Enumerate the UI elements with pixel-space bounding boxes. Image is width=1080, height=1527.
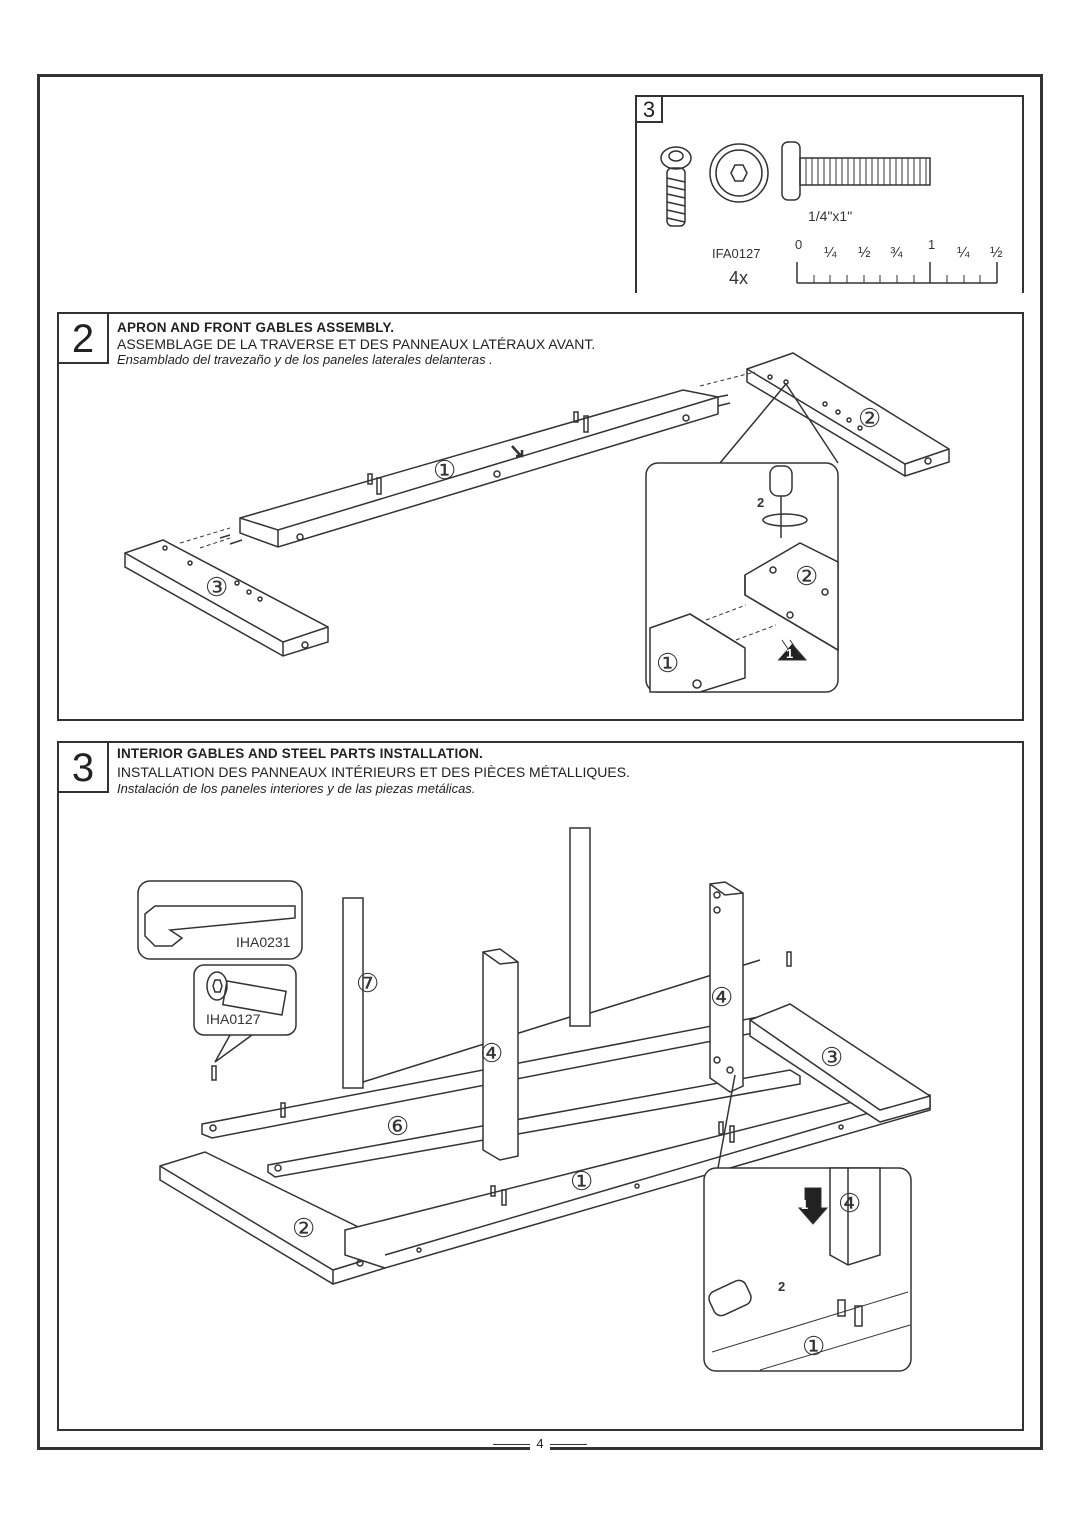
bolt-profile-icon [781, 141, 931, 201]
part-label-3: ③ [205, 572, 229, 602]
direction-arrow-icon [511, 445, 524, 458]
ruler-label: 1 [928, 237, 936, 252]
bolt-size-label: 1/4"x1" [808, 208, 853, 224]
bolt-head-hex-icon [709, 143, 769, 203]
part-label-1: ① [570, 1166, 594, 1196]
ruler-label: 0 [795, 237, 803, 252]
part-label-6: ⑥ [386, 1111, 410, 1141]
step-3-title-fr: INSTALLATION DES PANNEAUX INTÉRIEURS ET … [117, 764, 630, 780]
bolt-quantity: 4x [729, 268, 749, 288]
hardware-panel: 3 [635, 95, 1024, 293]
inch-ruler-icon [796, 262, 998, 284]
step-3-title-es: Instalación de los paneles interiores y … [117, 781, 476, 796]
ruler-label: ¾ [890, 244, 903, 261]
page-number: 4 [530, 1436, 550, 1451]
step-2-panel: 2 APRON AND FRONT GABLES ASSEMBLY. ASSEM… [57, 312, 1024, 721]
step-3-number: 3 [59, 743, 109, 793]
bolt-part-code: IFA0127 [712, 246, 761, 261]
bolt-code: IHA0127 [206, 1011, 261, 1027]
detail-part-label-1: ① [802, 1331, 826, 1361]
ruler-label: ½ [990, 244, 1003, 261]
rotate-step-label: 2 [778, 1279, 786, 1294]
step-2-title-fr: ASSEMBLAGE DE LA TRAVERSE ET DES PANNEAU… [117, 336, 596, 352]
screwdriver-icon [762, 465, 808, 538]
apron-part-1 [219, 389, 731, 548]
step-2-title-es: Ensamblado del travezaño y de los panele… [117, 352, 493, 367]
step-2-number: 2 [59, 314, 109, 364]
bolt-side-view-icon [660, 146, 692, 227]
part-label-1: ① [433, 455, 457, 485]
dowels-step-3 [211, 951, 792, 1206]
ruler-label: ¼ [824, 244, 837, 261]
push-step-label: 1 [786, 646, 794, 661]
hex-key-code: IHA0231 [236, 934, 291, 950]
rotate-step-label: 2 [757, 495, 765, 510]
part-label-3: ③ [820, 1042, 844, 1072]
zoom-detail-step-2 [645, 462, 839, 693]
dowels-apron [367, 411, 589, 495]
ruler-label: ½ [858, 244, 871, 261]
detail-part-label-2: ② [795, 561, 819, 591]
detail-part-label-1: ① [656, 648, 680, 678]
gable-part-2 [699, 352, 950, 477]
detail-part-label-4: ④ [838, 1188, 862, 1218]
step-2-title: APRON AND FRONT GABLES ASSEMBLY. [117, 320, 395, 335]
arrow-down-icon-step-3 [797, 1187, 829, 1225]
part-label-2: ② [858, 403, 882, 433]
push-step-label: 1 [801, 1197, 809, 1212]
gable-part-3-right [749, 1003, 931, 1123]
interior-gable-part-4-right [709, 881, 744, 1093]
part-label-4: ④ [710, 982, 734, 1012]
ruler-label: ¼ [957, 244, 970, 261]
hardware-box-number: 3 [637, 97, 663, 123]
hex-key-callout [137, 880, 303, 960]
step-3-title: INTERIOR GABLES AND STEEL PARTS INSTALLA… [117, 746, 484, 761]
page-footer: 4 [0, 1436, 1080, 1458]
part-label-7: ⑦ [356, 968, 380, 998]
bolt-callout [193, 964, 297, 1063]
part-label-4: ④ [480, 1038, 504, 1068]
zoom-detail-step-3 [703, 1167, 912, 1372]
part-label-2: ② [292, 1213, 316, 1243]
interior-gable-part-4-center [482, 948, 519, 1161]
steel-frame-part-7 [342, 827, 761, 1089]
gable-part-3 [124, 527, 329, 657]
arrow-down-icon [778, 639, 808, 661]
